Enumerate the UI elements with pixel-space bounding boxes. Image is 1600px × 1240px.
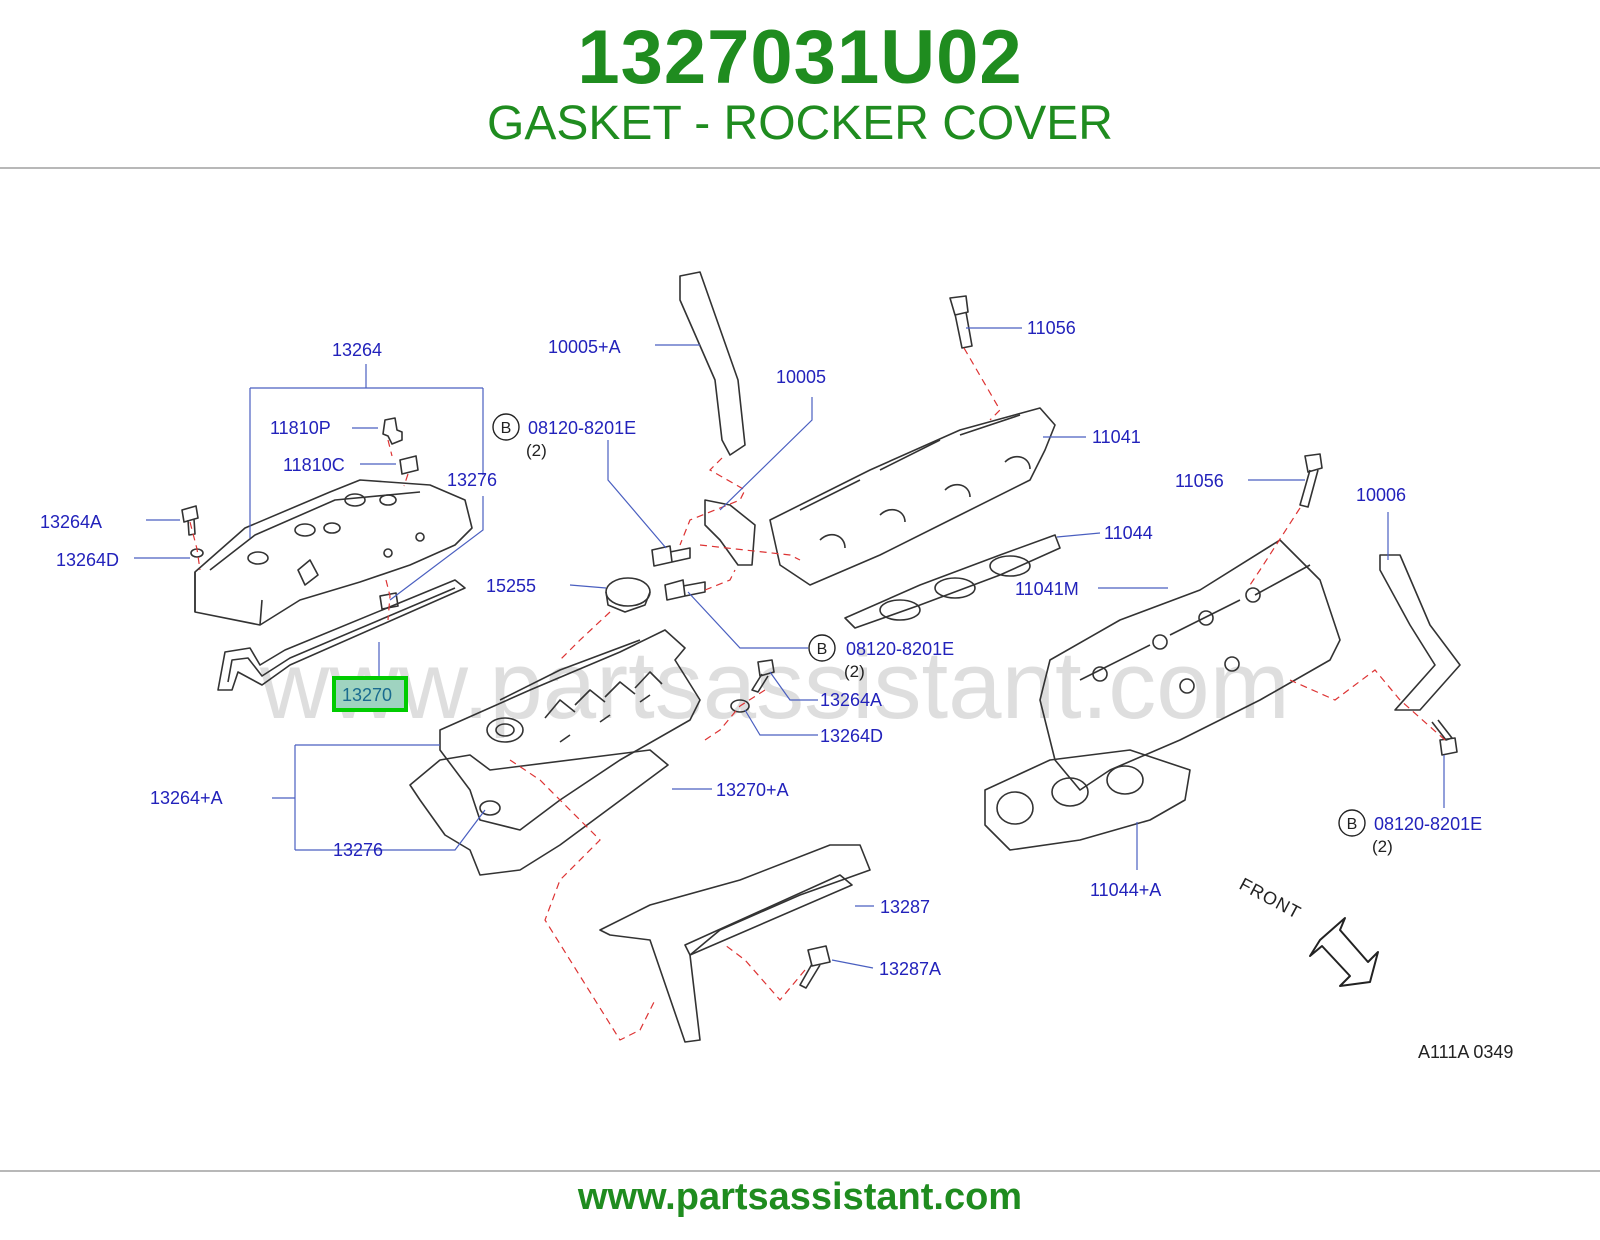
callout-11041m: 11041M [1015,579,1079,599]
left-rocker-cover-drawing [194,479,473,626]
callout-13270[interactable]: 13270 [342,685,392,705]
head-gasket-11044-drawing [844,534,1061,629]
gasket-13270-drawing [217,579,466,691]
gasket-13270a-drawing [409,749,669,876]
callout-11056-mid: 11056 [1175,471,1224,491]
parts-diagram: www.partsassistant.com [0,170,1600,1174]
washer-13264d-mid-drawing [730,699,750,713]
b-marker-3 [1338,809,1366,837]
cylinder-head-11041-drawing [769,407,1056,586]
bracket-10006-drawing [1379,554,1461,711]
qty-08120-upper: (2) [526,441,547,460]
bolt-08120-right-drawing [1431,719,1458,756]
parts-diagram-svg: www.partsassistant.com [40,271,1513,1062]
b-marker-1-label: B [501,420,512,437]
bracket-10005a-drawing [679,271,746,456]
header: 1327031U02 GASKET - ROCKER COVER [0,0,1600,168]
gasket-13270-inner-edge [227,587,456,683]
callout-10006: 10006 [1356,485,1406,505]
b-marker-1 [492,413,520,441]
header-divider [0,167,1600,169]
right-rocker-cover-drawing [439,629,701,831]
callout-08120-8201e-right: 08120-8201E [1374,814,1482,834]
highlight-box-13270 [332,676,408,712]
b-marker-2-label: B [817,641,828,658]
callout-11056-top: 11056 [1027,318,1076,338]
callout-11041: 11041 [1092,427,1141,447]
grommet-drawing [399,455,419,475]
alignment-lines [189,347,1446,1041]
grommet-13276-top-drawing [379,592,399,610]
callout-13276-top: 13276 [447,470,497,490]
footer-url-link[interactable]: www.partsassistant.com [577,1176,1023,1218]
callout-11810c: 11810C [283,455,345,475]
bolt-13264a-left-drawing [181,505,199,536]
part-number-title: 1327031U02 [577,15,1023,100]
callout-15255: 15255 [486,576,536,596]
callout-08120-8201e-upper: 08120-8201E [528,418,636,438]
pcv-valve-drawing [382,417,403,445]
callout-11044-plus-a: 11044+A [1090,880,1161,900]
bolt-11056-top-drawing [949,295,973,349]
front-arrow-icon [1309,917,1379,987]
bracket-10005-drawing [704,499,756,566]
bolt-13264a-mid-drawing [751,659,775,693]
callout-08120-8201e-mid: 08120-8201E [846,639,954,659]
watermark: www.partsassistant.com [259,632,1290,739]
callout-13264a-mid: 13264A [820,690,882,710]
b-marker-3-label: B [1347,816,1358,833]
callout-13276-bottom: 13276 [333,840,383,860]
callout-13264d-left: 13264D [56,550,119,570]
bolt-08120-mid-drawing [664,579,706,601]
bolt-13287a-drawing [799,945,831,989]
leader-lines [134,327,1445,969]
engine-cover-drawing [599,844,871,1043]
qty-08120-right: (2) [1372,837,1393,856]
callout-10005-plus-a: 10005+A [548,337,621,357]
b-marker-2 [808,634,836,662]
part-name-subtitle: GASKET - ROCKER COVER [487,97,1113,150]
callout-13270-plus-a: 13270+A [716,780,789,800]
callout-11044: 11044 [1104,523,1153,543]
callout-13287a: 13287A [879,959,941,979]
qty-08120-mid: (2) [844,662,865,681]
footer-divider [0,1170,1600,1172]
callout-13264: 13264 [332,340,382,360]
callout-11810p: 11810P [270,418,331,438]
callout-13264-plus-a: 13264+A [150,788,223,808]
oil-filler-cap-drawing [605,577,651,613]
callout-13287: 13287 [880,897,930,917]
callout-13264a-left: 13264A [40,512,102,532]
callout-13264d-mid: 13264D [820,726,883,746]
front-label: FRONT [1236,874,1305,923]
bolt-08120-upper-drawing [651,545,691,567]
head-gasket-11044a-drawing [984,749,1191,851]
bolt-11056-mid-drawing [1299,453,1323,508]
callout-10005: 10005 [776,367,826,387]
cylinder-head-11041m-drawing [1039,539,1341,791]
diagram-code: A111A 0349 [1418,1042,1513,1062]
